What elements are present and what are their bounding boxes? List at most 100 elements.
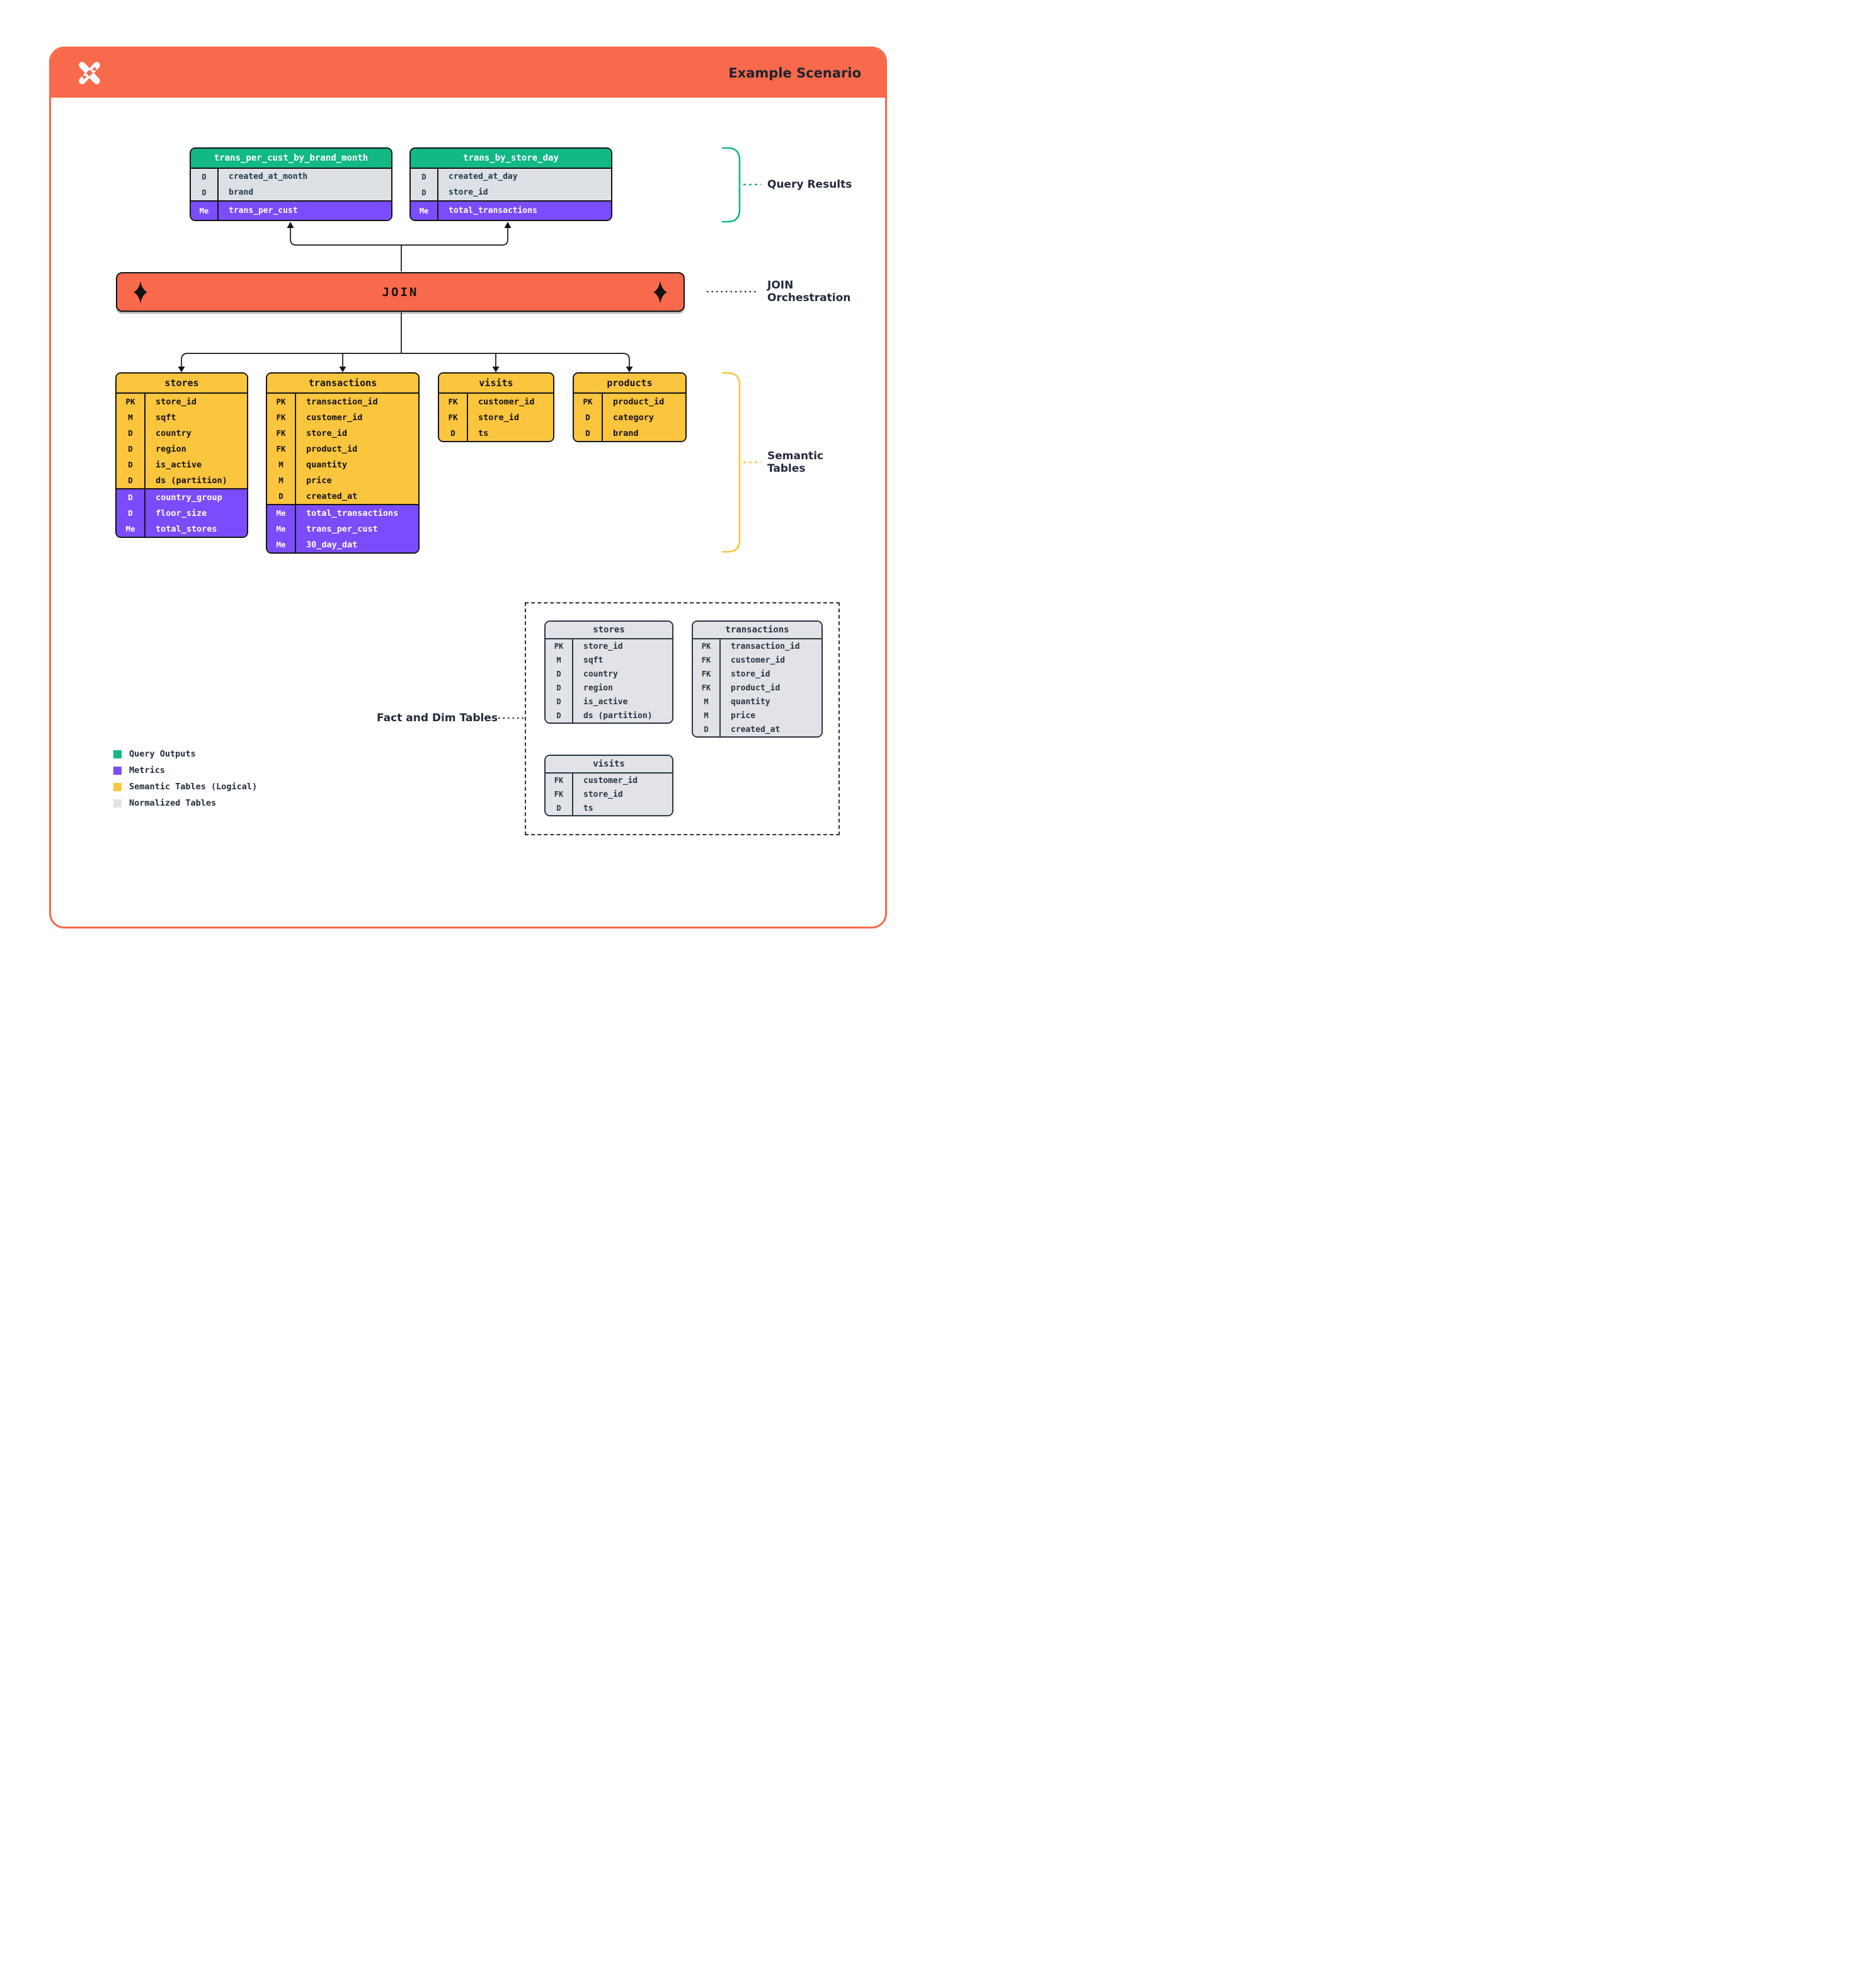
row-key-badge: Me [191,202,219,220]
row-field-name: created_at [306,491,358,501]
row-key-badge: D [191,169,219,185]
row-key-badge: FK [693,681,721,695]
row-key-badge: D [411,169,438,185]
row-field-name: store_id [583,641,623,651]
table-row: Me total_stores [117,521,247,537]
diagram-page: Example Scenario trans_per_cust_by_br [0,0,936,994]
row-field-name: is_active [156,459,202,470]
row-field-name: country [583,669,618,679]
row-key-badge: D [546,667,573,681]
legend-item: Metrics [113,762,257,779]
row-field-name: store_id [731,669,770,679]
legend-label: Semantic Tables (Logical) [129,782,258,792]
row-key-badge: D [117,505,146,521]
row-key-badge: FK [267,441,296,457]
row-key-badge: M [267,472,296,488]
row-key-badge: FK [693,653,721,667]
table-row: FK customer_id [267,409,418,425]
row-key-badge: D [546,681,573,695]
row-field-name: customer_id [306,412,363,423]
row-key-badge: D [546,709,573,723]
row-field-name: floor_size [156,508,207,518]
table-title: transactions [693,622,821,639]
table-title: trans_per_cust_by_brand_month [191,149,391,169]
row-field-name: country_group [156,492,222,503]
legend-item: Normalized Tables [113,795,257,811]
table-title: trans_by_store_day [411,149,611,169]
row-field-name: product_id [306,443,358,454]
row-field-name: ts [583,803,593,813]
row-key-badge: D [546,801,573,815]
row-field-name: customer_id [583,775,638,785]
table-row: Me trans_per_cust [191,200,391,220]
row-field-name: transaction_id [306,396,378,407]
fact-dim-tables-label: Fact and Dim Tables [377,712,498,724]
row-field-name: store_id [306,428,348,438]
row-field-name: region [156,443,186,454]
table-row: PK store_id [546,639,672,653]
row-field-name: total_transactions [449,206,537,215]
row-field-name: store_id [583,789,623,799]
join-orchestration-bar: JOIN [116,272,685,312]
row-field-name: country [156,428,192,438]
row-key-badge: Me [267,537,296,552]
row-key-badge: Me [117,521,146,537]
row-field-name: trans_per_cust [229,206,298,215]
table-row: FK product_id [693,681,821,695]
row-field-name: created_at_month [229,172,308,181]
query-results-label: Query Results [767,178,852,191]
row-key-badge: D [574,425,603,441]
row-field-name: total_stores [156,523,217,534]
row-field-name: store_id [478,412,520,423]
row-key-badge: D [117,489,146,505]
row-field-name: total_transactions [306,508,399,518]
row-key-badge: FK [546,774,573,787]
row-field-name: created_at_day [449,172,518,181]
legend-label: Metrics [129,765,165,775]
row-field-name: category [613,412,655,423]
legend-swatch-icon [113,750,122,758]
row-key-badge: FK [267,409,296,425]
row-key-badge: PK [546,639,573,653]
row-key-badge: M [693,695,721,709]
semantic-tables-label: Semantic Tables [767,450,824,475]
row-field-name: product_id [731,683,781,693]
row-field-name: sqft [583,655,604,665]
row-key-badge: D [574,409,603,425]
row-key-badge: D [693,723,721,736]
legend-label: Normalized Tables [129,798,217,808]
row-field-name: product_id [613,396,665,407]
